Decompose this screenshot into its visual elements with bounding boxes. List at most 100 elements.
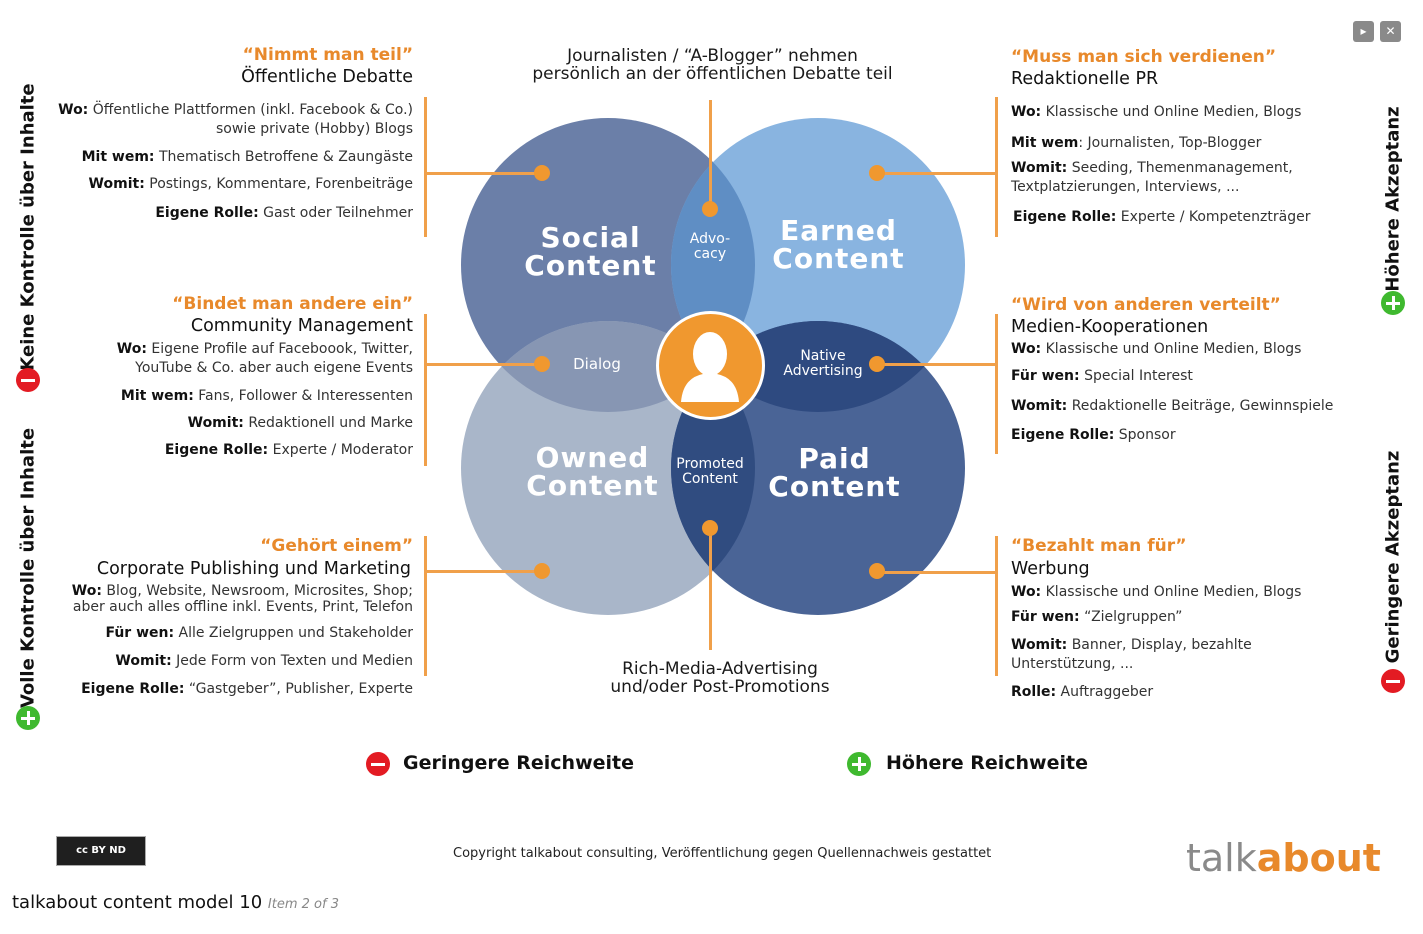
minus-icon — [16, 368, 40, 392]
minus-icon — [1381, 669, 1405, 693]
row-text: Klassische und Online Medien, Blogs — [1045, 104, 1302, 120]
row-text: Sponsor — [1118, 427, 1176, 443]
row-label: Eigene Rolle: — [1013, 209, 1117, 225]
top-caption-line1: Journalisten / “A-Blogger” nehmen — [567, 46, 858, 66]
plus-icon — [16, 706, 40, 730]
panel-social-row: Mit wem: Thematisch Betroffene & Zaungäs… — [40, 148, 413, 167]
play-button[interactable]: ▸ — [1353, 21, 1374, 42]
bottom-caption-line1: Rich-Media-Advertising — [622, 659, 818, 679]
panel-media-row: Für wen: Special Interest — [1011, 367, 1341, 386]
row-label: Wo: — [1011, 584, 1042, 600]
dot-paid — [869, 563, 885, 579]
panel-earned-row: Wo: Klassische und Online Medien, Blogs — [1011, 103, 1341, 122]
cc-license-badge[interactable]: cc BY ND — [56, 836, 146, 866]
panel-paid-row: Rolle: Auftraggeber — [1011, 683, 1341, 702]
panel-earned-row: Textplatzierungen, Interviews, ... — [1011, 178, 1341, 197]
panel-earned-row: Eigene Rolle: Experte / Kompetenzträger — [1011, 208, 1341, 227]
row-text: Banner, Display, bezahlte — [1071, 637, 1252, 653]
panel-paid: “Bezahlt man für” Werbung Wo: Klassische… — [1011, 536, 1341, 702]
row-text: Blog, Website, Newsroom, Microsites, Sho… — [106, 583, 413, 599]
panel-paid-quote: “Bezahlt man für” — [1011, 536, 1187, 556]
social-content-label: Social Content — [508, 224, 673, 280]
panel-social: “Nimmt man teil” Öffentliche Debatte Wo:… — [40, 45, 413, 223]
axis-right-top: Höhere Akzeptanz — [1382, 106, 1404, 292]
panel-owned-row: Eigene Rolle: “Gastgeber”, Publisher, Ex… — [40, 680, 413, 699]
panel-media-row: Wo: Klassische und Online Medien, Blogs — [1011, 340, 1341, 359]
bottom-caption: Rich-Media-Advertising und/oder Post-Pro… — [520, 660, 920, 696]
row-label: Womit: — [115, 653, 172, 669]
bottom-caption-line2: und/oder Post-Promotions — [610, 677, 830, 697]
advocacy-line2: cacy — [693, 246, 727, 262]
close-icon: ✕ — [1385, 24, 1396, 38]
promoted-line2: Content — [682, 471, 738, 487]
row-text: Experte / Kompetenzträger — [1120, 209, 1311, 225]
row-text: Redaktionell und Marke — [248, 415, 413, 431]
paid-label-line1: Paid — [798, 442, 871, 475]
panel-community: “Bindet man andere ein” Community Manage… — [40, 294, 413, 460]
panel-paid-row: Womit: Banner, Display, bezahlte — [1011, 636, 1341, 655]
row-text: YouTube & Co. aber auch eigene Events — [135, 360, 413, 376]
row-label: Womit: — [187, 415, 244, 431]
connector-owned — [424, 570, 542, 573]
panel-media-row: Womit: Redaktionelle Beiträge, Gewinnspi… — [1011, 397, 1341, 416]
connector-social — [424, 172, 542, 175]
row-label: Womit: — [1011, 637, 1068, 653]
dot-owned — [534, 563, 550, 579]
dot-promoted — [702, 520, 718, 536]
top-caption-line2: persönlich an der öffentlichen Debatte t… — [532, 64, 893, 84]
row-label: Wo: — [71, 583, 102, 599]
play-icon: ▸ — [1360, 24, 1367, 38]
panel-social-row: Wo: Öffentliche Plattformen (inkl. Faceb… — [40, 101, 413, 120]
panel-community-quote: “Bindet man andere ein” — [172, 294, 413, 314]
earned-label-line2: Content — [772, 242, 905, 275]
row-label: Womit: — [1011, 398, 1068, 414]
panel-earned-row: Mit wem: Journalisten, Top-Blogger — [1011, 134, 1341, 153]
panel-earned-quote: “Muss man sich verdienen” — [1011, 47, 1277, 67]
earned-label-line1: Earned — [780, 214, 897, 247]
row-label: Wo: — [1011, 104, 1042, 120]
row-text: sowie private (Hobby) Blogs — [216, 121, 413, 137]
panel-media-title: Medien-Kooperationen — [1011, 317, 1209, 337]
row-label: Eigene Rolle: — [81, 681, 185, 697]
dialog-label: Dialog — [573, 355, 621, 373]
row-label: Eigene Rolle: — [164, 442, 269, 458]
reach-high-label: Höhere Reichweite — [886, 752, 1088, 774]
panel-earned-title: Redaktionelle PR — [1011, 69, 1159, 89]
panel-social-quote: “Nimmt man teil” — [242, 45, 413, 65]
advocacy-label: Advo- cacy — [670, 232, 750, 262]
panel-community-row: Wo: Eigene Profile auf Faceboook, Twitte… — [40, 340, 413, 359]
panel-owned-row: Für wen: Alle Zielgruppen und Stakeholde… — [40, 624, 413, 643]
connector-earned — [877, 172, 997, 175]
row-label: Für wen: — [1011, 368, 1080, 384]
row-label: Eigene Rolle: — [155, 205, 259, 221]
panel-earned: “Muss man sich verdienen” Redaktionelle … — [1011, 47, 1341, 227]
panel-owned-row: aber auch alles offline inkl. Events, Pr… — [40, 599, 413, 615]
row-label: Rolle: — [1011, 684, 1057, 700]
row-text: Special Interest — [1084, 368, 1193, 384]
logo-part1: talk — [1186, 836, 1257, 880]
panel-social-row: Eigene Rolle: Gast oder Teilnehmer — [40, 204, 413, 223]
panel-media: “Wird von anderen verteilt” Medien-Koope… — [1011, 295, 1341, 445]
row-label: Mit wem: — [120, 388, 194, 404]
item-title-text: talkabout content model 10 — [12, 892, 263, 913]
close-button[interactable]: ✕ — [1380, 21, 1401, 42]
plus-icon — [1381, 291, 1405, 315]
row-text: : Journalisten, Top-Blogger — [1078, 135, 1262, 151]
bar-media — [995, 314, 998, 454]
axis-left-bottom: Volle Kontrolle über Inhalte — [17, 427, 39, 709]
owned-label-line1: Owned — [535, 441, 650, 474]
row-label: Womit: — [1011, 160, 1068, 176]
earned-content-label: Earned Content — [756, 217, 921, 273]
row-text: Redaktionelle Beiträge, Gewinnspiele — [1071, 398, 1334, 414]
panel-paid-title: Werbung — [1011, 559, 1090, 579]
bar-earned — [995, 97, 998, 237]
row-text: Klassische und Online Medien, Blogs — [1045, 584, 1302, 600]
native-advertising-label: Native Advertising — [773, 349, 873, 379]
item-counter: Item 2 of 3 — [267, 897, 339, 912]
panel-owned-row: Wo: Blog, Website, Newsroom, Microsites,… — [40, 583, 413, 599]
reach-low-label: Geringere Reichweite — [403, 752, 634, 774]
row-label: Für wen: — [105, 625, 175, 641]
panel-paid-row: Wo: Klassische und Online Medien, Blogs — [1011, 583, 1341, 602]
row-label: Für wen: — [1011, 609, 1080, 625]
connector-top — [709, 100, 712, 210]
